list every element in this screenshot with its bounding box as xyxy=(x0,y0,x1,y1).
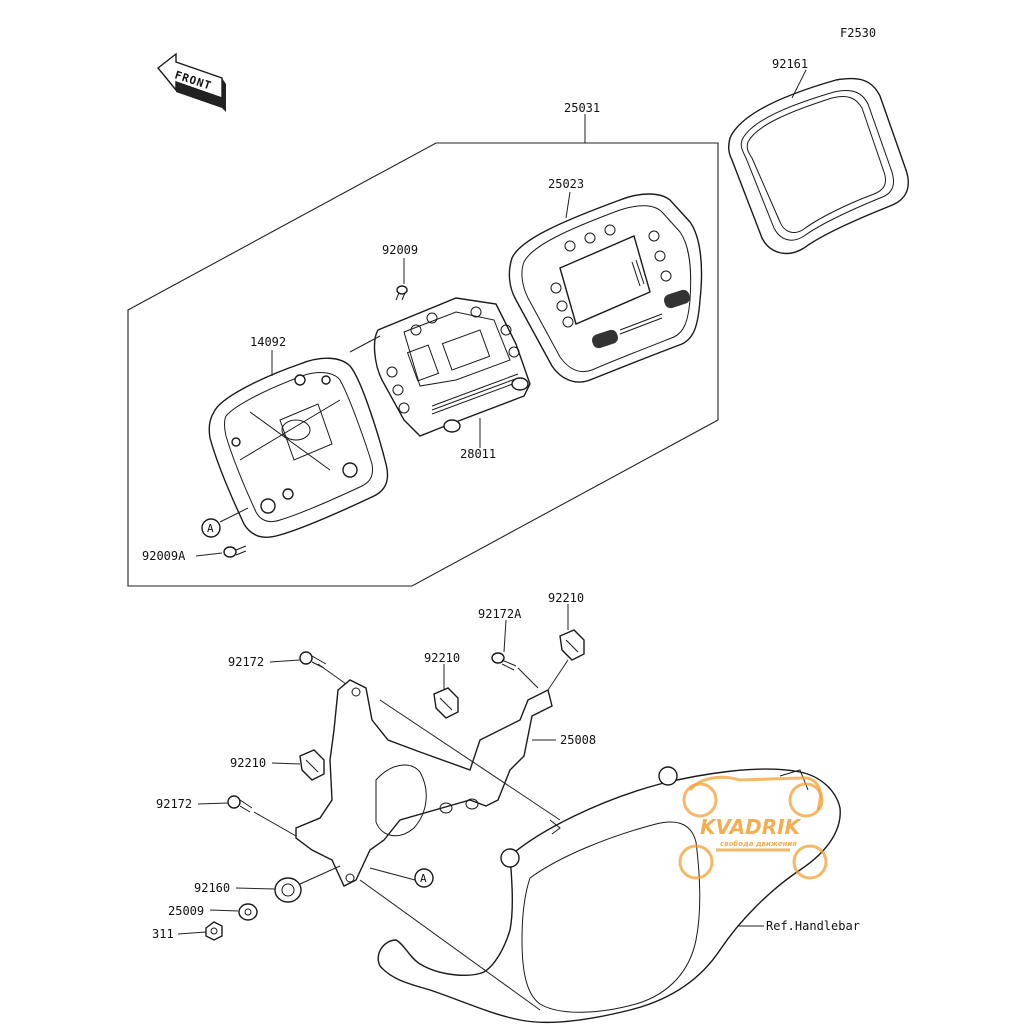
label-92210-c: 92210 xyxy=(230,756,266,770)
meter-case-14092 xyxy=(208,357,389,538)
label-14092: 14092 xyxy=(250,335,286,349)
nut-311 xyxy=(205,921,223,941)
screw-92009 xyxy=(395,285,408,301)
front-arrow-icon: FRONT xyxy=(157,52,226,112)
watermark-brand: KVADRIK xyxy=(700,815,802,839)
callout-a-lower: A xyxy=(414,868,434,888)
label-311: 311 xyxy=(152,927,174,941)
clip-92210-left xyxy=(299,749,325,781)
callout-a-upper: A xyxy=(201,518,221,538)
callout-a-upper-letter: A xyxy=(207,522,214,535)
handlebar-cover xyxy=(377,766,841,1024)
label-ref-handlebar: Ref.Handlebar xyxy=(766,919,860,933)
circuit-board-28011 xyxy=(373,297,531,437)
label-25031: 25031 xyxy=(564,101,600,115)
label-28011: 28011 xyxy=(460,447,496,461)
callout-a-lower-letter: A xyxy=(420,872,427,885)
clip-92210-mid xyxy=(433,687,459,719)
label-92172-a: 92172 xyxy=(228,655,264,669)
label-92009A: 92009A xyxy=(142,549,186,563)
watermark-logo: KVADRIK свобода движения xyxy=(678,775,828,880)
label-92210-a: 92210 xyxy=(548,591,584,605)
figure-code: F2530 xyxy=(840,26,876,40)
assembly-frame-25031 xyxy=(127,142,719,587)
label-92172A: 92172A xyxy=(478,607,522,621)
watermark-tagline: свобода движения xyxy=(720,840,797,848)
clip-92210-top xyxy=(559,629,585,661)
label-92172-b: 92172 xyxy=(156,797,192,811)
screw-92009A xyxy=(223,545,247,558)
grommet-92160 xyxy=(274,877,302,903)
part-labels: 92161 25031 25023 92009 14092 28011 9200… xyxy=(142,57,860,941)
bolt-92172A xyxy=(491,652,517,671)
label-25023: 25023 xyxy=(548,177,584,191)
bezel-92161 xyxy=(727,77,909,255)
label-25009: 25009 xyxy=(168,904,204,918)
label-92161: 92161 xyxy=(772,57,808,71)
bolt-92172-left xyxy=(227,795,253,813)
label-92160: 92160 xyxy=(194,881,230,895)
bolt-92172-top xyxy=(299,651,327,669)
label-92210-b: 92210 xyxy=(424,651,460,665)
bracket-25008 xyxy=(295,679,553,887)
washer-25009 xyxy=(238,903,258,921)
label-92009: 92009 xyxy=(382,243,418,257)
leader-lines xyxy=(177,69,807,1011)
label-25008: 25008 xyxy=(560,733,596,747)
meter-25023 xyxy=(508,193,703,383)
